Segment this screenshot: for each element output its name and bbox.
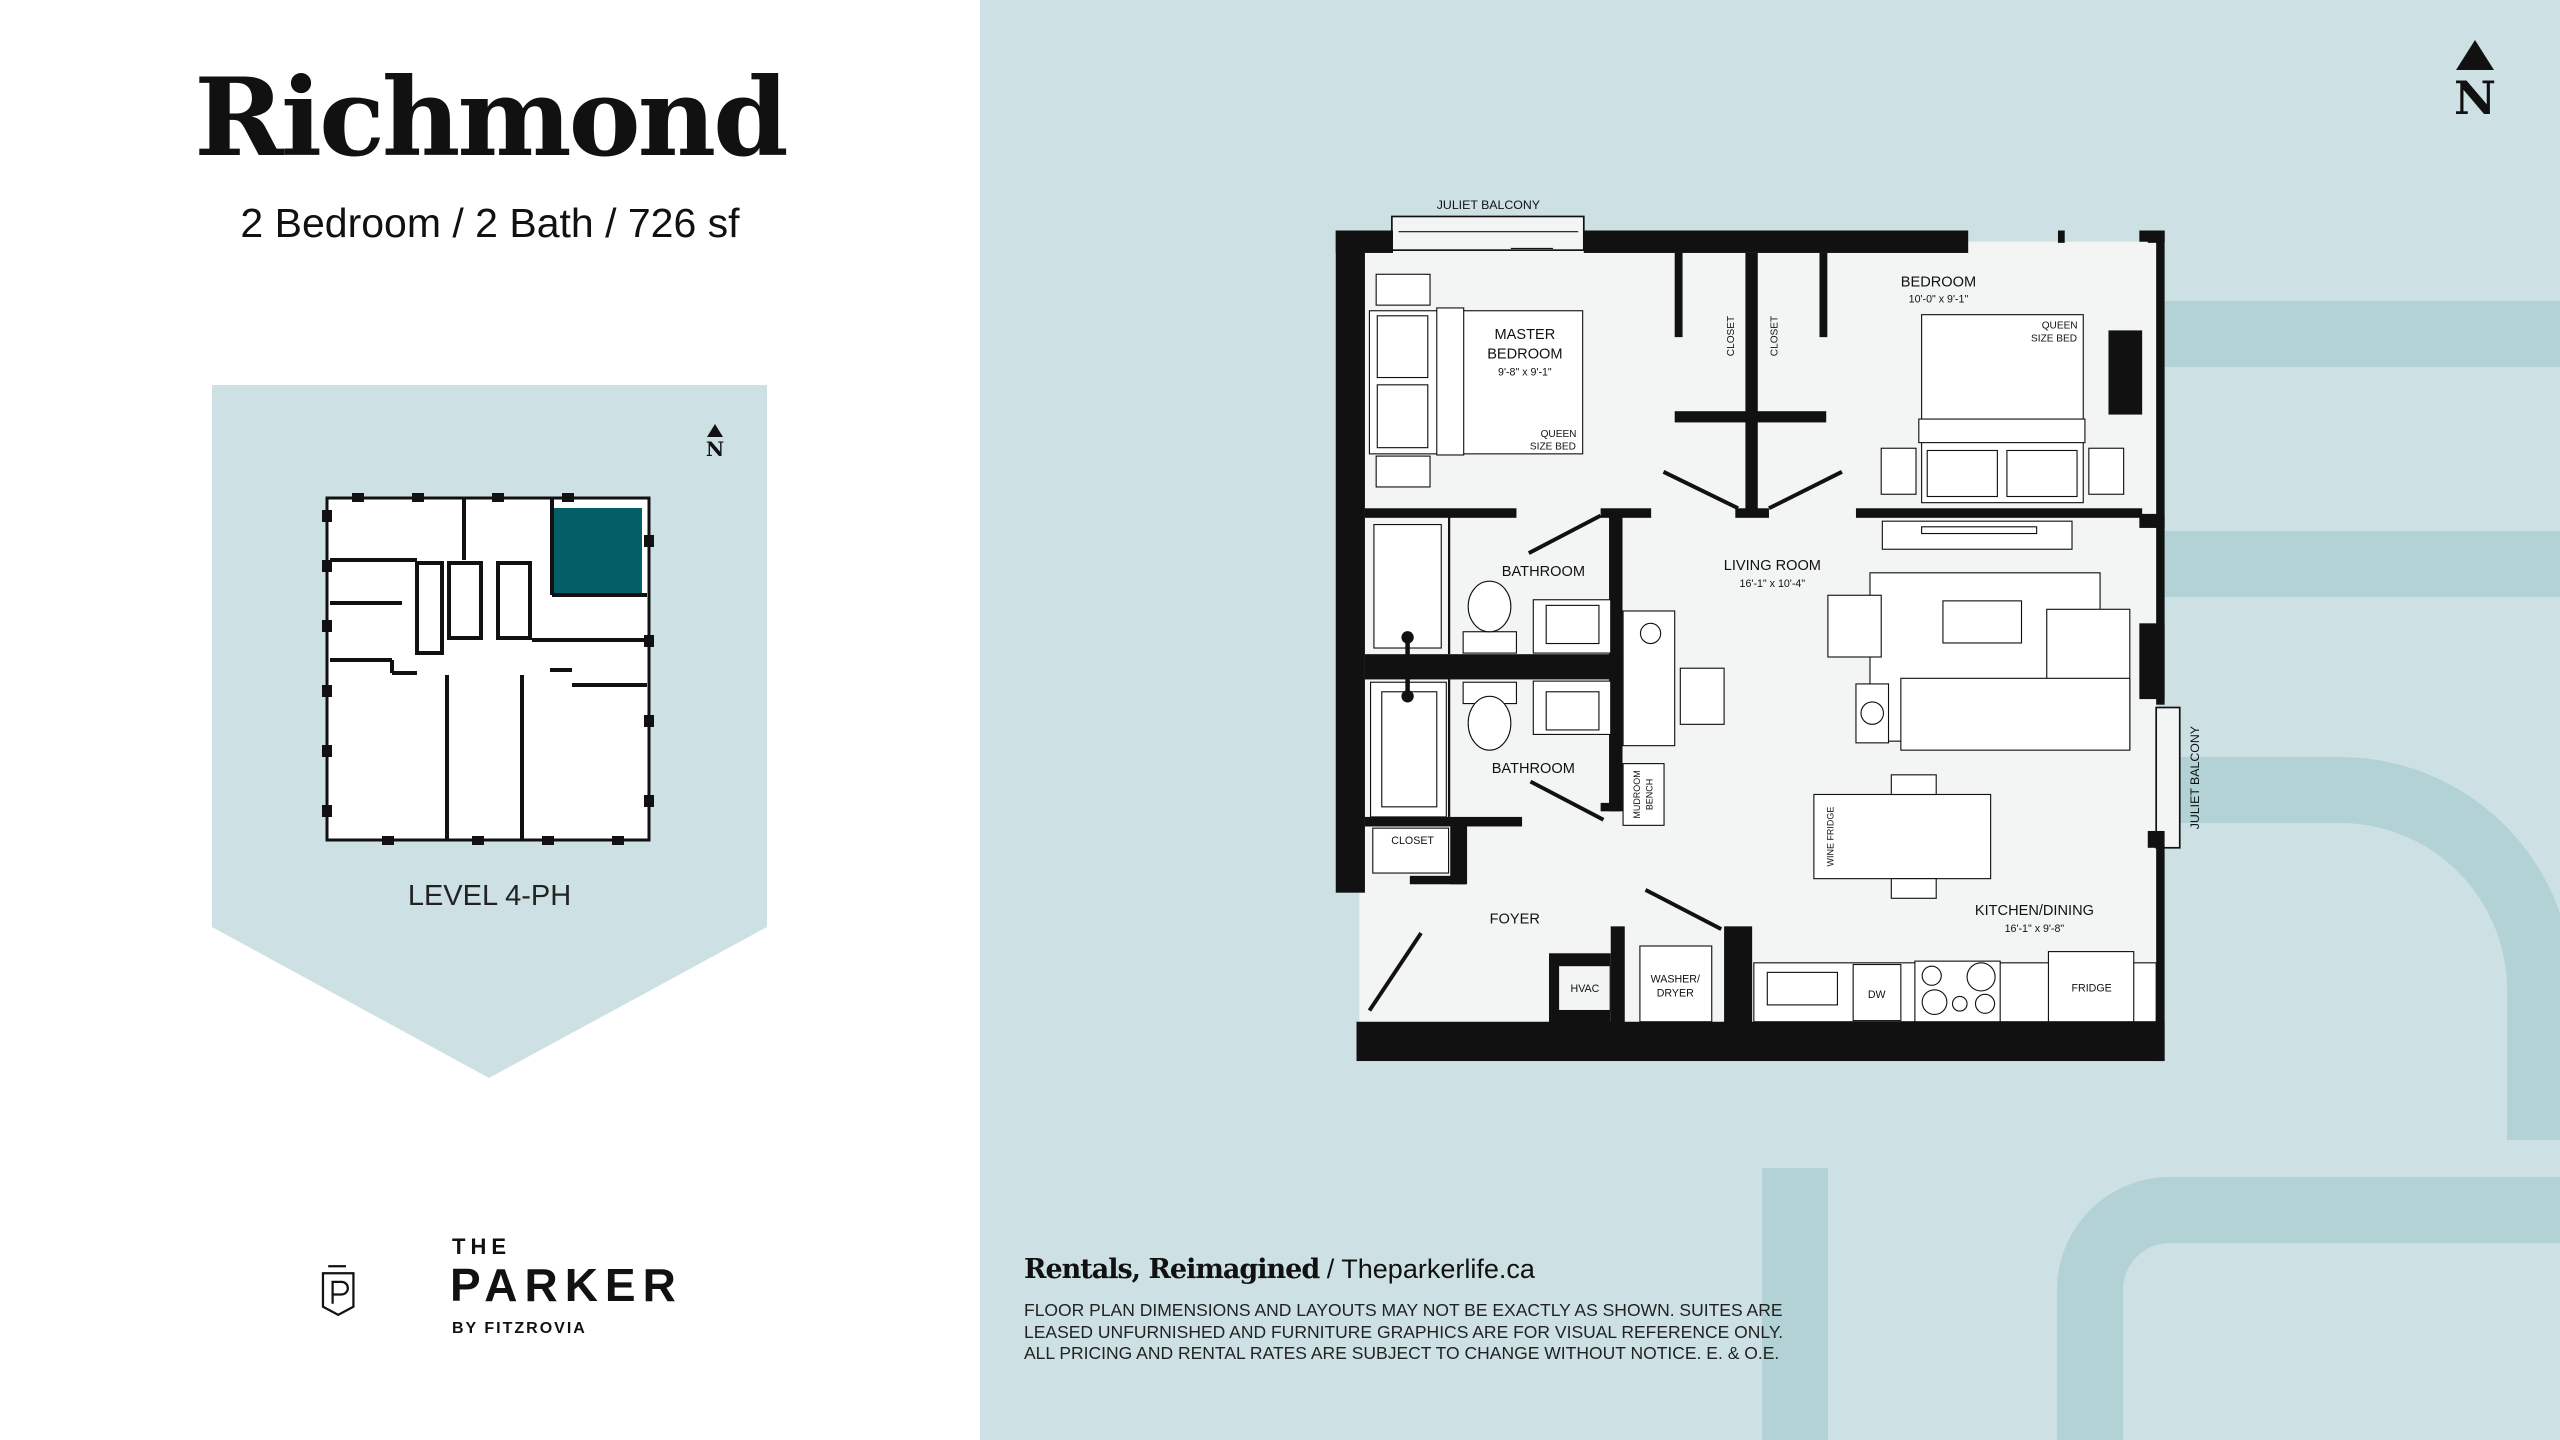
exterior-walls (1335, 230, 2165, 1062)
washer-label: WASHER/ (1651, 973, 1700, 985)
logo-parker: PARKER (450, 1259, 683, 1311)
logo-the: THE (452, 1234, 511, 1259)
closet-foyer-label: CLOSET (1391, 835, 1434, 847)
juliet-balcony-right (2155, 706, 2181, 849)
queen-bed-label-2: SIZE BED (2031, 334, 2077, 345)
north-label: N (2453, 71, 2497, 125)
key-plan (212, 385, 767, 1078)
floor-plan: JULIET BALCONY JULIET BALCONY (1335, 198, 2200, 1062)
bedroom-label: BEDROOM (1901, 275, 1976, 291)
queen-bed-label: QUEEN (2042, 321, 2078, 332)
level-label: LEVEL 4-PH (407, 880, 572, 912)
north-arrow-icon (707, 424, 723, 437)
parker-logo (321, 1265, 355, 1317)
logo-by: BY FITZROVIA (452, 1320, 587, 1337)
juliet-balcony-top (1391, 215, 1585, 251)
interior-walls (1364, 252, 2143, 885)
juliet-balcony-top-label: JULIET BALCONY (1437, 198, 1540, 212)
queen-bed-label-2: SIZE BED (1530, 441, 1576, 452)
north-indicator: N (2450, 40, 2500, 126)
tagline-text: Rentals, Reimagined (1024, 1254, 1320, 1285)
foyer-label: FOYER (1490, 912, 1540, 928)
master-bedroom-label-2: BEDROOM (1487, 346, 1562, 362)
bathroom-label: BATHROOM (1502, 564, 1585, 580)
highlighted-unit (554, 508, 642, 593)
bedroom-dims: 10'-0" x 9'-1" (1909, 293, 1969, 305)
wine-fridge-label: WINE FRIDGE (1826, 807, 1836, 867)
north-label: N (705, 437, 725, 461)
fridge-label: FRIDGE (2072, 982, 2112, 994)
living-room-label: LIVING ROOM (1724, 558, 1821, 574)
dishwasher-label: DW (1868, 989, 1887, 1001)
shield-icon (321, 1272, 355, 1317)
north-arrow-icon (2456, 40, 2494, 70)
decor-band (2160, 757, 2560, 1140)
hvac-label: HVAC (1571, 983, 1600, 995)
website-link[interactable]: Theparkerlife.ca (1341, 1254, 1535, 1284)
closet-label: CLOSET (1726, 316, 1737, 356)
tagline-separator: / (1326, 1254, 1335, 1284)
key-plan-north-indicator: N (700, 424, 730, 461)
decor-band (2057, 1177, 2560, 1440)
unit-summary: 2 Bedroom / 2 Bath / 726 sf (240, 200, 740, 246)
kitchen-dims: 16'-1" x 9'-8" (2005, 923, 2065, 935)
master-bedroom-label: MASTER (1494, 327, 1555, 343)
queen-bed-label: QUEEN (1541, 429, 1577, 440)
living-room-dims: 16'-1" x 10'-4" (1740, 578, 1806, 590)
disclaimer: FLOOR PLAN DIMENSIONS AND LAYOUTS MAY NO… (1024, 1300, 1784, 1363)
tagline: Rentals, Reimagined / Theparkerlife.ca (1024, 1254, 1535, 1285)
juliet-balcony-right-label: JULIET BALCONY (2188, 726, 2200, 829)
unit-name: Richmond (194, 55, 788, 181)
closet-label: CLOSET (1769, 316, 1780, 356)
mudroom-label-2: BENCH (1644, 779, 1654, 810)
washer-label-2: DRYER (1657, 987, 1694, 999)
mudroom-label: MUDROOM (1632, 770, 1642, 818)
master-bedroom-dims: 9'-8" x 9'-1" (1498, 366, 1552, 378)
kitchen-label: KITCHEN/DINING (1975, 903, 2094, 919)
bathroom-label: BATHROOM (1492, 761, 1575, 777)
